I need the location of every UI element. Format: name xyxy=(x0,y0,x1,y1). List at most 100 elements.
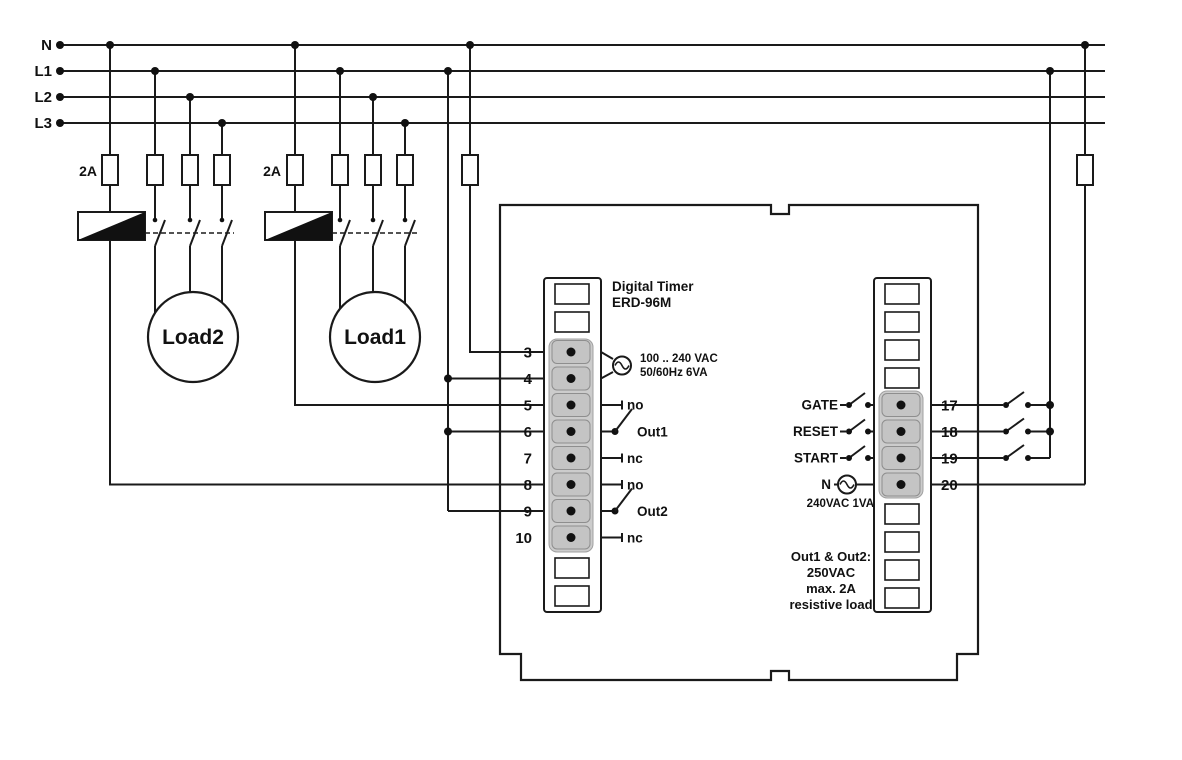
fuse-2a xyxy=(286,154,304,186)
junction-dot xyxy=(466,41,474,49)
contact-leads xyxy=(601,480,623,542)
fuse-l3 xyxy=(213,154,231,186)
block-bar xyxy=(884,587,920,609)
switch-contact-dot xyxy=(1025,428,1031,435)
block-bar xyxy=(884,367,920,389)
switch-contact-dot xyxy=(1003,428,1009,435)
junction-dot xyxy=(1046,67,1054,75)
fuse-supply xyxy=(461,154,479,186)
switch-arms xyxy=(1005,391,1025,459)
rating-line-2: 250VAC xyxy=(807,565,856,580)
junction-dot xyxy=(56,93,64,101)
terminal-dot xyxy=(566,453,576,463)
switch-arms xyxy=(848,392,866,459)
out2-relay-symbol xyxy=(601,480,633,542)
fuse-2a-label: 2A xyxy=(263,163,281,179)
switch-contact-dot xyxy=(865,402,871,408)
load2-circle xyxy=(146,290,240,384)
out2-nc-label: nc xyxy=(627,531,643,546)
terminal-dot xyxy=(566,506,576,516)
block-bar xyxy=(554,311,590,333)
wire-segments xyxy=(294,45,545,406)
rating-line-1: Out1 & Out2: xyxy=(791,549,871,564)
terminal-dot xyxy=(896,453,906,463)
contact-dot xyxy=(337,217,343,223)
block-bar xyxy=(884,503,920,525)
fuse-l1 xyxy=(331,154,349,186)
changeover-arm xyxy=(614,487,633,512)
terminal-number-9: 9 xyxy=(524,504,532,521)
block-bar xyxy=(554,283,590,305)
out2-common-label: Out2 xyxy=(637,504,668,519)
contact-dot xyxy=(152,217,158,223)
block-bar xyxy=(554,557,590,579)
input-leads xyxy=(834,404,874,486)
terminal-strip xyxy=(878,390,924,499)
terminal-number-18: 18 xyxy=(941,424,958,441)
supply-voltage-line2: 50/60Hz 6VA xyxy=(640,367,708,379)
junction-dot xyxy=(151,67,159,75)
switch-contact-dot xyxy=(1003,402,1009,408)
terminal-dot xyxy=(566,374,576,383)
terminal-number-5: 5 xyxy=(524,398,532,415)
junction-dot xyxy=(369,93,377,101)
out1-nc-label: nc xyxy=(627,451,643,466)
junction-dot xyxy=(444,67,452,75)
junction-dot xyxy=(1046,401,1054,409)
out1-common-label: Out1 xyxy=(637,425,668,440)
supply-leads xyxy=(600,351,614,380)
timer-supply-wiring xyxy=(447,45,545,512)
switch-contact-dot xyxy=(1003,455,1009,461)
switch-contact-dot xyxy=(865,455,871,461)
device-title: Digital Timer xyxy=(612,279,694,294)
terminal-number-4: 4 xyxy=(524,371,533,388)
junction-dot xyxy=(444,427,452,436)
line-label-l1: L1 xyxy=(34,63,52,80)
junction-dot xyxy=(106,41,114,49)
load1-circle xyxy=(328,290,422,384)
input-label-start: START xyxy=(794,451,839,466)
line-label-n: N xyxy=(41,37,52,54)
junction-dot xyxy=(218,119,226,127)
block-bar xyxy=(554,585,590,607)
junction-dot xyxy=(56,41,64,49)
contact-leads xyxy=(601,400,623,463)
junction-dot xyxy=(1081,41,1089,49)
ac-sine-icon xyxy=(839,480,855,489)
load1-label: Load1 xyxy=(344,326,406,349)
junction-dot xyxy=(186,93,194,101)
coil-triangle xyxy=(265,212,332,240)
rating-line-4: resistive load xyxy=(789,597,872,612)
block-bar xyxy=(884,339,920,361)
changeover-arm xyxy=(614,408,633,433)
wire-segments xyxy=(931,45,1086,486)
wire-segments xyxy=(109,45,545,486)
contact-dot xyxy=(187,217,193,223)
fuse-l2 xyxy=(364,154,382,186)
line-label-l3: L3 xyxy=(34,115,52,132)
input-label-reset: RESET xyxy=(793,424,839,439)
switch-contact-dot xyxy=(865,428,871,435)
block-bar xyxy=(884,531,920,553)
ac-sine-icon xyxy=(614,361,630,370)
load2-contactor-circuit: Load2 2A xyxy=(77,45,545,486)
contact-dot xyxy=(370,217,376,223)
control-supply-label: 240VAC 1VA xyxy=(807,498,874,510)
terminal-number-17: 17 xyxy=(941,398,958,415)
control-wiring xyxy=(931,45,1094,486)
terminal-number-10: 10 xyxy=(515,530,532,547)
out2-no-label: no xyxy=(627,478,644,493)
input-switch-symbols xyxy=(834,392,874,495)
wire-segments xyxy=(447,45,545,512)
terminal-dot xyxy=(896,480,906,489)
terminal-number-6: 6 xyxy=(524,424,532,441)
junction-dot xyxy=(1046,427,1054,436)
junction-dot xyxy=(56,67,64,75)
block-bar xyxy=(884,283,920,305)
device-box xyxy=(498,203,980,682)
fuse-l2 xyxy=(181,154,199,186)
device-model: ERD-96M xyxy=(612,295,671,310)
terminal-strip xyxy=(548,338,594,553)
